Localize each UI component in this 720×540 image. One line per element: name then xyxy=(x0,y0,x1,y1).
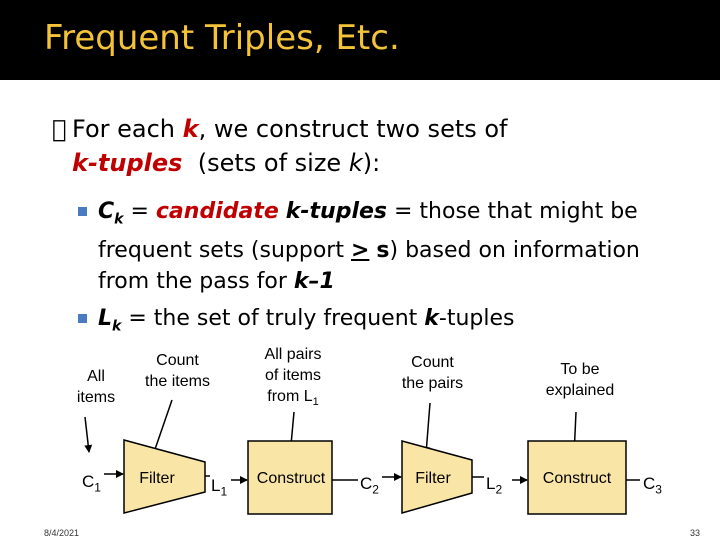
sym-sub: 2 xyxy=(372,482,379,497)
label-line: items xyxy=(76,389,116,406)
ck-km1: k–1 xyxy=(293,269,335,295)
sym-sub: 1 xyxy=(220,484,228,499)
bullet-square-icon xyxy=(78,314,87,323)
bullet-square-icon xyxy=(78,207,87,216)
lk-rest: = the set of truly frequent xyxy=(121,306,425,331)
ck-ge: > xyxy=(350,238,370,264)
label-count-items: Count the items xyxy=(130,350,225,392)
l2-symbol: L2 xyxy=(486,474,502,496)
lk-k: k xyxy=(424,306,439,331)
bullet-main-text-3: (sets of size xyxy=(182,149,349,177)
bullet-main-ktuples: k-tuples xyxy=(72,149,183,177)
ck-s: s xyxy=(376,238,390,264)
label-line: from L xyxy=(267,388,313,405)
label-line: of items xyxy=(264,367,321,384)
label-line: the items xyxy=(145,373,210,390)
c3-symbol: C3 xyxy=(643,474,662,496)
filter-1-label: Filter xyxy=(139,470,175,487)
label-line: All pairs xyxy=(264,346,322,363)
slide-title: Frequent Triples, Etc. xyxy=(44,18,400,58)
footer-page-number: 33 xyxy=(690,528,701,538)
bullet-main-text-2: , we construct two sets of xyxy=(198,115,508,143)
label-sub: 1 xyxy=(312,396,319,409)
sym-letter: C xyxy=(643,474,656,493)
bullet-lk: Lk = the set of truly frequent k-tuples xyxy=(78,303,698,342)
title-bar xyxy=(0,0,720,80)
sym-sub: 3 xyxy=(655,482,662,497)
ck-rest: = those that might be xyxy=(387,199,638,224)
label-all-items: All items xyxy=(66,366,126,408)
arrow-all-items xyxy=(84,416,93,453)
sym-sub: 1 xyxy=(94,480,101,495)
arrow-count-pairs xyxy=(422,402,431,455)
ck-line2b: ) based on information xyxy=(389,238,640,264)
label-all-pairs: All pairs of items from L1 xyxy=(243,344,343,413)
filter-1-shape xyxy=(123,439,206,514)
lk-subscript: k xyxy=(112,318,122,335)
lk-tuples: -tuples xyxy=(438,306,515,331)
bullet-main-k: k xyxy=(182,115,199,143)
l1-symbol: L1 xyxy=(211,476,227,498)
bullet-glyph:   xyxy=(52,115,67,143)
label-line: All xyxy=(87,368,105,385)
lk-symbol: L xyxy=(98,306,113,331)
label-count-pairs: Count the pairs xyxy=(385,352,480,394)
label-to-be-explained: To be explained xyxy=(530,359,630,401)
label-line: Count xyxy=(156,352,199,369)
bullet-main-text: For each xyxy=(72,115,183,143)
ck-line2: frequent sets (support xyxy=(98,238,351,264)
c1-symbol: C1 xyxy=(82,472,101,494)
bullet-main:  For each k, we construct two sets of k-… xyxy=(52,112,692,180)
label-line: the pairs xyxy=(401,375,464,392)
filter-2-shape xyxy=(401,440,473,514)
ck-subscript: k xyxy=(114,211,124,228)
sym-letter: L xyxy=(211,476,221,495)
bullet-ck: Ck = candidate k-tuples = those that mig… xyxy=(78,196,698,297)
label-line: To be xyxy=(560,361,600,378)
construct-1-shape xyxy=(247,440,333,515)
ck-ktuples: k-tuples xyxy=(285,199,388,224)
bullet-main-k-2: k xyxy=(348,149,363,177)
filter-2-label: Filter xyxy=(415,470,451,487)
construct-2-shape xyxy=(527,440,627,515)
construct-2-label: Construct xyxy=(542,470,612,487)
ck-line3: from the pass for xyxy=(98,269,294,295)
sym-letter: L xyxy=(486,474,496,493)
label-line: explained xyxy=(545,382,615,399)
ck-candidate: candidate xyxy=(155,199,279,224)
label-line: Count xyxy=(411,354,454,371)
footer-date: 8/4/2021 xyxy=(44,528,80,538)
ck-eq: = xyxy=(123,199,156,224)
ck-symbol: C xyxy=(98,199,115,224)
sym-letter: C xyxy=(82,472,95,491)
construct-1-label: Construct xyxy=(256,470,326,487)
sym-sub: 2 xyxy=(495,482,503,497)
bullet-main-text-4: ): xyxy=(362,149,381,177)
c2-symbol: C2 xyxy=(360,474,379,496)
sym-letter: C xyxy=(360,474,373,493)
